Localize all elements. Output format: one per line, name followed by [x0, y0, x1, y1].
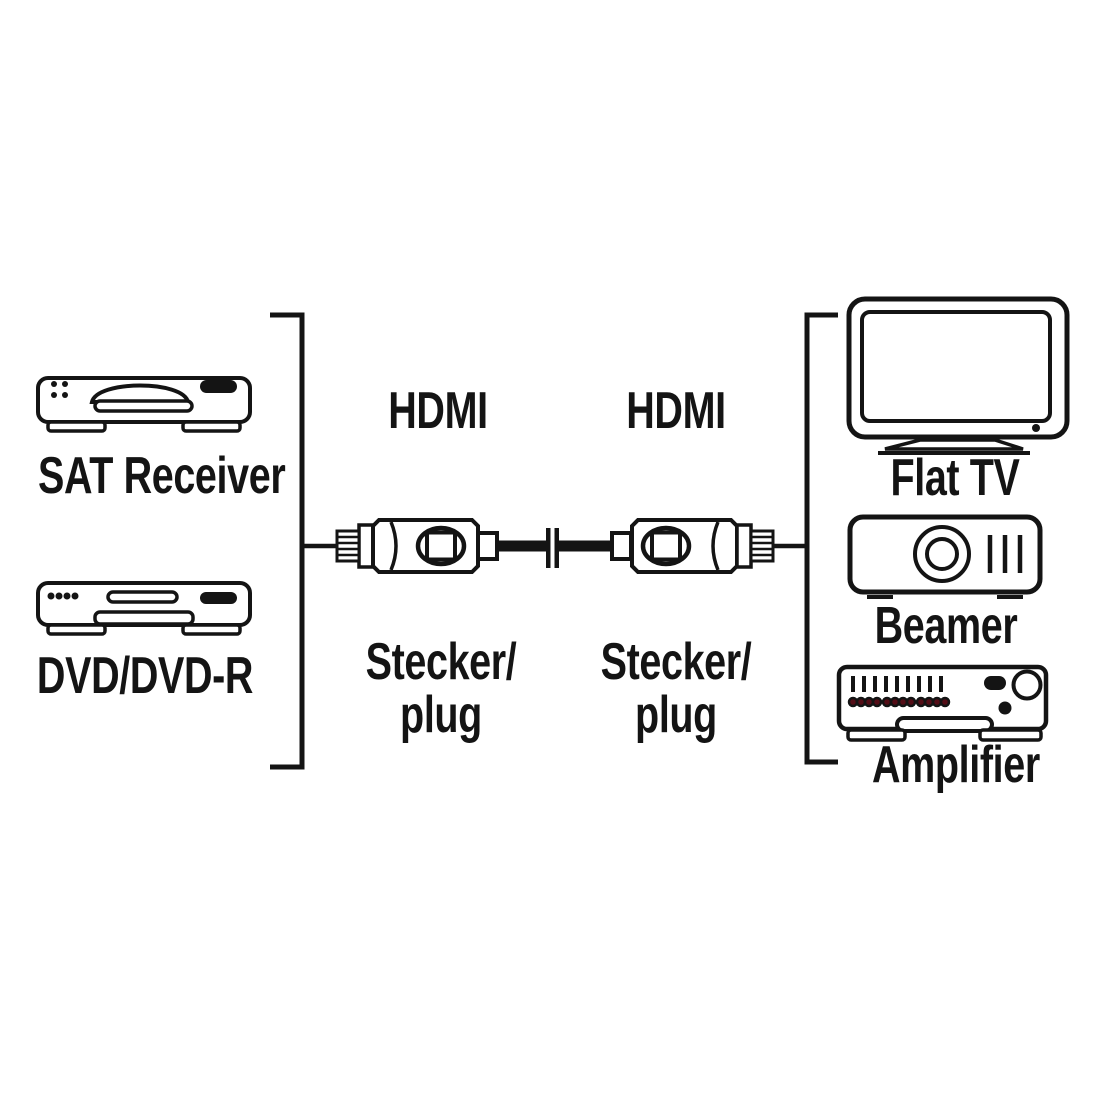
beamer-icon	[847, 514, 1043, 599]
plug-label-left: Stecker/ plug	[365, 636, 517, 742]
beamer-label: Beamer	[874, 597, 1018, 655]
plug-label-left-line1: Stecker/	[365, 633, 517, 691]
flat-tv-icon	[846, 296, 1070, 455]
right-bracket	[804, 312, 838, 765]
tv-screen	[860, 310, 1052, 423]
hdmi-plug-left	[335, 518, 499, 574]
cable-left-segment	[497, 540, 547, 552]
hdmi-plug-right	[610, 518, 775, 574]
flat-tv-label: Flat TV	[890, 449, 1020, 507]
disc-tray-slot	[106, 590, 179, 604]
volume-knob	[1011, 669, 1043, 701]
cable-break-icon	[546, 528, 559, 568]
sat-receiver-icon	[36, 376, 252, 433]
amplifier-label: Amplifier	[872, 736, 1040, 794]
dvd-player-label: DVD/DVD-R	[36, 647, 254, 705]
tv-stand	[884, 438, 1024, 451]
led-knobs	[847, 696, 951, 708]
hdmi-label-left: HDMI	[388, 382, 488, 440]
left-bracket	[270, 312, 305, 770]
sat-receiver-label: SAT Receiver	[38, 447, 286, 505]
dvd-player-icon	[36, 581, 252, 636]
cable-assembly	[270, 312, 838, 770]
plug-label-right-line2: plug	[635, 686, 717, 744]
plug-label-right-line1: Stecker/	[600, 633, 752, 691]
equalizer-sliders	[851, 676, 943, 692]
power-led	[1032, 424, 1040, 432]
plug-label-right: Stecker/ plug	[600, 636, 752, 742]
amplifier-icon	[836, 664, 1049, 742]
plug-label-left-line2: plug	[400, 686, 482, 744]
cable-right-segment	[559, 540, 612, 552]
hdmi-label-right: HDMI	[626, 382, 726, 440]
